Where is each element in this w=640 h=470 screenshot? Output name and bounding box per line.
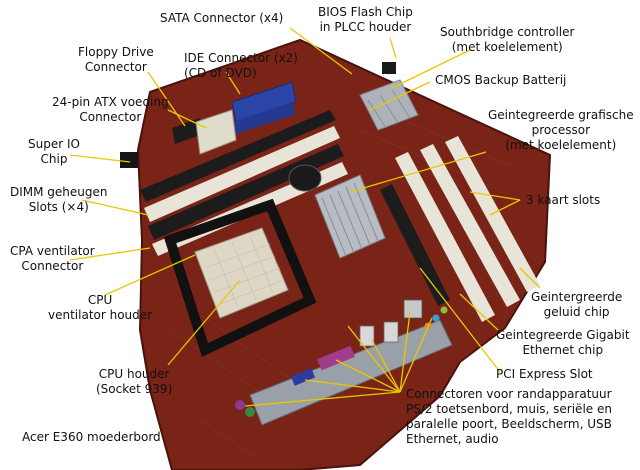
label-superio-line-1: Super IO: [28, 137, 80, 151]
label-dimm: DIMM geheugen Slots (×4): [10, 185, 108, 215]
label-gpu-line-3: (met koelelement): [505, 138, 617, 152]
label-socket-line-1: CPU houder: [98, 367, 170, 381]
label-slots: 3 kaart slots: [526, 193, 600, 208]
label-southbridge-line-1: Southbridge controller: [440, 25, 575, 39]
label-floppy-line-2: Connector: [84, 60, 147, 74]
label-slots-line-1: 3 kaart slots: [526, 193, 601, 207]
label-dimm-line-1: DIMM geheugen: [10, 185, 108, 199]
label-atx-line-1: 24-pin ATX voeding: [52, 95, 169, 109]
label-ethernet-line-1: Geintegreerde Gigabit: [496, 328, 630, 342]
label-bios: BIOS Flash Chip in PLCC houder: [318, 5, 413, 35]
label-gpu-line-1: Geintegreerde grafische: [488, 108, 634, 122]
port-audio-2: [432, 314, 440, 322]
label-cmos: CMOS Backup Batterij: [435, 73, 566, 88]
label-gpu-line-2: processor: [531, 123, 590, 137]
label-ide: IDE Connector (x2) (CD of DVD): [184, 51, 298, 81]
label-periph-line-4: Ethernet, audio: [406, 432, 499, 446]
label-pcie: PCI Express Slot: [496, 367, 593, 382]
port-ps2-mouse: [245, 407, 255, 417]
label-socket: CPU houder (Socket 939): [96, 367, 172, 397]
label-ethernet: Geintegreerde Gigabit Ethernet chip: [496, 328, 630, 358]
label-audio: Geintergreerde geluid chip: [531, 290, 622, 320]
label-periph-line-2: PS/2 toetsenbord, muis, seriële en: [406, 402, 612, 416]
port-lpt: [317, 345, 355, 371]
label-atx-line-2: Connector: [79, 110, 142, 124]
cpu-fan-holder: [163, 198, 317, 357]
label-sata-line-1: SATA Connector (x4): [160, 11, 284, 25]
rear-io: [235, 299, 453, 426]
label-superio-line-2: Chip: [40, 152, 68, 166]
label-bios-line-1: BIOS Flash Chip: [318, 5, 413, 19]
superio-chip: [120, 152, 138, 168]
floppy-connector: [172, 118, 203, 144]
caption-text: Acer E360 moederbord: [22, 430, 161, 444]
label-cpufan-line-2: ventilator houder: [48, 308, 153, 322]
caption: Acer E360 moederbord: [22, 430, 161, 445]
cpu-socket: [194, 227, 289, 319]
port-ethernet: [403, 299, 423, 319]
label-periph-line-3: paralelle poort, Beeldscherm, USB: [406, 417, 612, 431]
bios-chip: [382, 62, 396, 74]
label-audio-line-1: Geintergreerde: [531, 290, 623, 304]
label-dimm-line-2: Slots (×4): [28, 200, 89, 214]
label-cpufan-line-1: CPU: [87, 293, 113, 307]
label-gpu: Geintegreerde grafische processor (met k…: [488, 108, 634, 153]
port-ps2-kb: [235, 400, 245, 410]
ide-connectors: [231, 81, 297, 134]
label-atx: 24-pin ATX voeding Connector: [52, 95, 169, 125]
cmos-battery: [288, 164, 322, 192]
atx-connector: [195, 109, 237, 155]
label-cpafan-line-2: Connector: [21, 259, 84, 273]
gpu-heatsink: [314, 174, 386, 259]
label-cpufan: CPU ventilator houder: [48, 293, 152, 323]
port-usb-b: [383, 321, 399, 343]
label-southbridge-line-2: (met koelelement): [451, 40, 563, 54]
label-socket-line-2: (Socket 939): [96, 382, 173, 396]
port-usb-a: [359, 325, 375, 347]
label-cpafan: CPA ventilator Connector: [10, 244, 95, 274]
label-floppy-line-1: Floppy Drive: [78, 45, 154, 59]
label-periph-line-1: Connectoren voor randapparatuur: [406, 387, 612, 401]
label-cmos-line-1: CMOS Backup Batterij: [435, 73, 567, 87]
label-superio: Super IO Chip: [28, 137, 80, 167]
port-audio-3: [440, 306, 448, 314]
label-floppy: Floppy Drive Connector: [78, 45, 154, 75]
leader-lines: [69, 27, 541, 407]
label-bios-line-2: in PLCC houder: [319, 20, 412, 34]
label-periph: Connectoren voor randapparatuur PS/2 toe…: [406, 387, 612, 447]
label-audio-line-2: geluid chip: [543, 305, 610, 319]
label-southbridge: Southbridge controller (met koelelement): [440, 25, 574, 55]
label-cpafan-line-1: CPA ventilator: [10, 244, 95, 258]
port-vga: [290, 368, 316, 386]
label-ethernet-line-2: Ethernet chip: [522, 343, 604, 357]
motherboard-photo: [120, 38, 552, 470]
label-sata: SATA Connector (x4): [160, 11, 283, 26]
label-ide-line-1: IDE Connector (x2): [184, 51, 298, 65]
southbridge-heatsink: [359, 79, 419, 131]
label-pcie-line-1: PCI Express Slot: [496, 367, 593, 381]
label-ide-line-2: (CD of DVD): [184, 66, 257, 80]
